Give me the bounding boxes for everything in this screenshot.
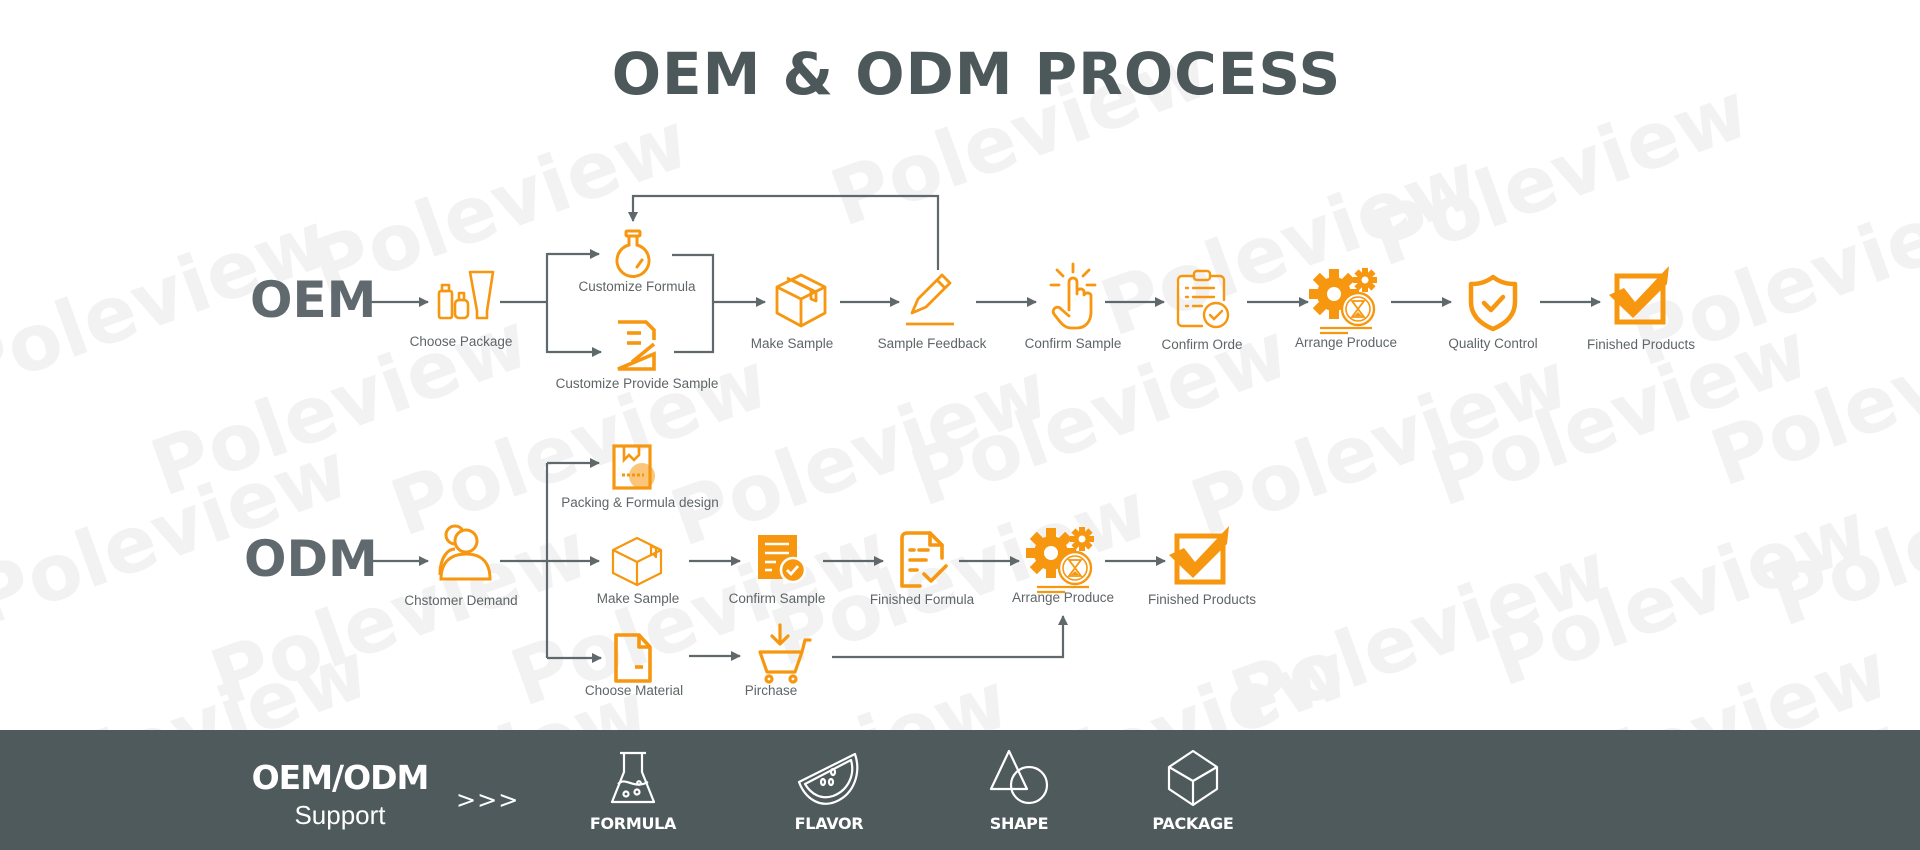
flask-icon bbox=[610, 751, 656, 804]
node-label-arrange-produce: Arrange Produce bbox=[1294, 335, 1398, 350]
checkbox-check-icon bbox=[1169, 526, 1229, 585]
gears-hourglass-icon bbox=[1309, 268, 1377, 335]
bottles-icon bbox=[437, 270, 495, 320]
gears-hourglass-icon bbox=[1026, 527, 1094, 594]
footer-title: OEM/ODM bbox=[251, 758, 430, 797]
node-label-packing-formula-design: Packing & Formula design bbox=[561, 495, 719, 510]
footer-label-flavor: FLAVOR bbox=[794, 814, 864, 833]
node-label-make-sample: Make Sample bbox=[750, 336, 834, 351]
shield-check-icon bbox=[1468, 274, 1518, 332]
shapes-icon bbox=[989, 749, 1049, 805]
node-label-confirm-orde: Confirm Orde bbox=[1161, 337, 1243, 352]
checkbox-check-icon bbox=[1609, 266, 1669, 325]
footer-label-formula: FORMULA bbox=[589, 814, 677, 833]
node-label-confirm-sample: Confirm Sample bbox=[728, 591, 826, 606]
watermelon-icon bbox=[797, 752, 859, 805]
node-label-finished-formula: Finished Formula bbox=[869, 592, 975, 607]
footer-item-shape: SHAPE bbox=[939, 730, 1099, 850]
node-label-sample-feedback: Sample Feedback bbox=[877, 336, 987, 351]
box-icon bbox=[775, 273, 827, 328]
footer-item-formula: FORMULA bbox=[553, 730, 713, 850]
node-label-quality-control: Quality Control bbox=[1448, 336, 1538, 351]
node-label-finished-products: Finished Products bbox=[1586, 337, 1696, 352]
file-icon bbox=[614, 633, 652, 683]
pencil-icon bbox=[906, 273, 954, 326]
process-diagram bbox=[367, 194, 1669, 684]
users-icon bbox=[438, 524, 492, 581]
document-check-icon bbox=[758, 535, 807, 584]
footer-label-shape: SHAPE bbox=[989, 814, 1049, 833]
oem-row-label: OEM bbox=[250, 271, 377, 329]
footer-item-package: PACKAGE bbox=[1113, 730, 1273, 850]
page-title: OEM & ODM PROCESS bbox=[611, 40, 1342, 108]
connector-purchase-to-arrange bbox=[832, 615, 1068, 659]
connector-formula-bracket bbox=[672, 253, 715, 354]
support-footer: OEM/ODM Support >>> FORMULA FLAVOR bbox=[0, 730, 1920, 850]
odm-connectors bbox=[367, 458, 1166, 663]
node-label-finished-products: Finished Products bbox=[1147, 592, 1257, 607]
box-icon bbox=[611, 536, 663, 587]
footer-label-package: PACKAGE bbox=[1152, 814, 1234, 833]
footer-item-flavor: FLAVOR bbox=[749, 730, 909, 850]
package-design-icon bbox=[612, 444, 655, 490]
footer-arrows: >>> bbox=[456, 786, 520, 814]
node-label-pirchase: Pirchase bbox=[744, 683, 798, 698]
node-label-chstomer-demand: Chstomer Demand bbox=[404, 593, 518, 608]
document-edit-check-icon bbox=[900, 531, 948, 588]
node-label-customize-formula: Customize Formula bbox=[578, 279, 696, 294]
oem-connectors bbox=[367, 194, 1601, 357]
node-label-customize-provide-sample: Customize Provide Sample bbox=[555, 376, 719, 391]
footer-subtitle: Support bbox=[294, 800, 386, 830]
document-edit-icon bbox=[617, 320, 656, 371]
node-label-choose-package: Choose Package bbox=[409, 334, 513, 349]
connector-feedback-loop bbox=[628, 194, 940, 270]
odm-row-label: ODM bbox=[244, 530, 378, 588]
clipboard-check-icon bbox=[1176, 269, 1230, 329]
cube-icon bbox=[1167, 749, 1219, 807]
node-label-choose-material: Choose Material bbox=[584, 683, 684, 698]
flask-icon bbox=[615, 229, 651, 278]
node-label-arrange-produce: Arrange Produce bbox=[1011, 590, 1115, 605]
cart-download-icon bbox=[758, 623, 812, 684]
tap-hand-icon bbox=[1049, 262, 1097, 330]
node-label-make-sample: Make Sample bbox=[596, 591, 680, 606]
node-label-confirm-sample: Confirm Sample bbox=[1024, 336, 1122, 351]
